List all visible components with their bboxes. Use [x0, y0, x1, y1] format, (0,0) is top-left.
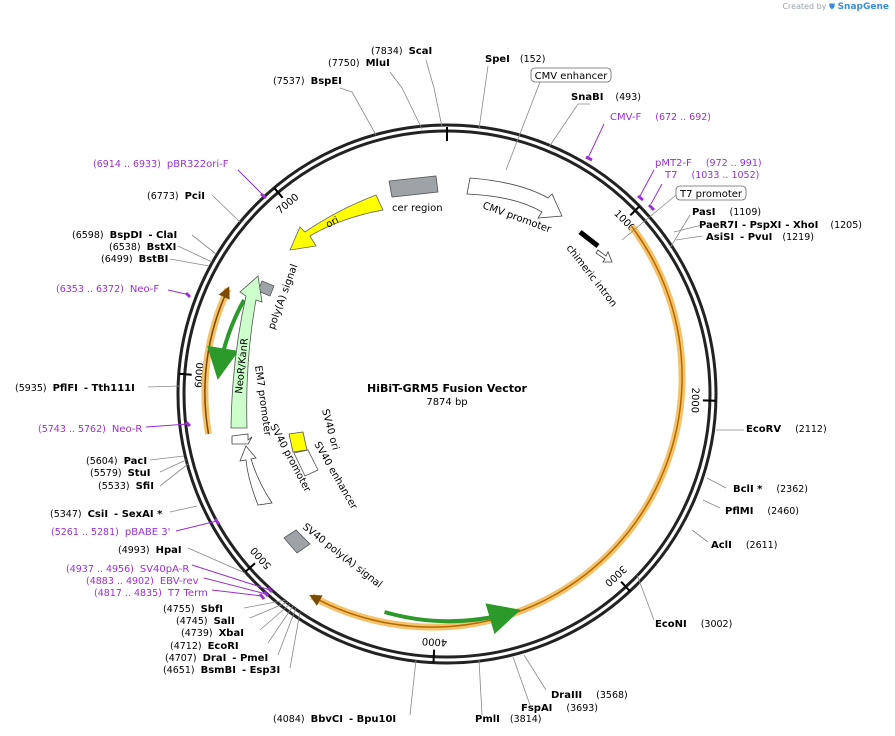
tick-mark-4000 — [432, 649, 436, 663]
enzyme-stui: (5579)StuI — [90, 468, 150, 479]
ori-label: ori — [324, 215, 341, 231]
tick-mark-5000 — [244, 562, 256, 573]
cmv-enhancer-box — [530, 67, 612, 83]
green-arrow-left — [207, 299, 246, 380]
cds-arc-left — [201, 287, 232, 435]
primer-neo-f: (6353 .. 6372)Neo-F — [56, 284, 159, 295]
enzyme-pflfi: (5935)PflFI- Tth111I — [15, 383, 135, 394]
enzyme-xbai: (4739)XbaI — [181, 628, 244, 639]
tick-mark-1000 — [629, 205, 641, 217]
primer-pbr322ori-f: (6914 .. 6933)pBR322ori-F — [93, 159, 229, 170]
tick-label-4000: 4000 — [422, 635, 448, 647]
tick-label-7000: 7000 — [275, 192, 302, 217]
polya-signal-label: poly(A) signal — [266, 263, 300, 331]
t7-promoter-box — [675, 185, 747, 201]
enzyme-acli: AclI(2611) — [711, 540, 777, 551]
green-arrow-bottom — [383, 603, 521, 635]
sv40-polya-label: SV40 poly(A) signal — [300, 522, 384, 591]
enzyme-sfii: (5533)SfiI — [98, 481, 154, 492]
primer-t7-term: (4817 .. 4835)T7 Term — [94, 588, 208, 599]
snapgene-credit: Created by ⛊ SnapGene — [782, 2, 889, 12]
tick-mark-6000 — [178, 372, 192, 376]
tick-label-2000: 2000 — [689, 387, 701, 413]
enzyme-spei: SpeI(152) — [485, 54, 545, 65]
enzyme-hpai: (4993)HpaI — [118, 545, 182, 556]
primer-tick-marks — [184, 155, 656, 600]
cds-arc-right-inner — [309, 225, 683, 628]
cds-arc-right — [310, 224, 686, 631]
plasmid-name: HiBiT-GRM5 Fusion Vector — [367, 382, 528, 395]
enzyme-drai: (4707)DraI- PmeI — [165, 653, 268, 664]
enzyme-pcii: (6773)PciI — [147, 191, 205, 202]
sv40-promoter-arrow — [239, 445, 273, 506]
enzyme-bcli: BclI *(2362) — [733, 484, 808, 495]
credit-brand: SnapGene — [837, 2, 889, 12]
enzyme-bspdi: (6598)BspDI- ClaI — [72, 230, 177, 241]
plasmid-length: 7874 bp — [426, 397, 467, 408]
enzyme-mlui: (7750)MluI — [328, 58, 390, 69]
enzyme-ecorv: EcoRV(2112) — [746, 424, 827, 435]
em7-promoter-arrow — [231, 433, 253, 445]
cer-region-label: cer region — [392, 203, 443, 214]
enzyme-scai: (7834)ScaI — [371, 46, 432, 57]
primer-labels: CMV-F(672 .. 692) pMT2-F(972 .. 991) T7(… — [38, 112, 762, 599]
tick-mark-7000 — [273, 187, 284, 199]
enzyme-pflmi: PflMI(2460) — [725, 506, 799, 517]
enzyme-pasi: PasI(1109) — [692, 207, 761, 218]
enzyme-paci: (5604)PacI — [86, 456, 147, 467]
enzyme-sali: (4745)SalI — [176, 616, 235, 627]
neor-arrow — [230, 275, 263, 429]
primer-sv40pa-r: (4937 .. 4956)SV40pA-R — [66, 564, 189, 575]
t7-promoter-leader — [621, 194, 677, 241]
primer-pmt2-f: pMT2-F(972 .. 991) — [655, 158, 762, 169]
cds-arc-left-inner — [204, 286, 230, 435]
chimeric-intron-arrow — [595, 249, 613, 263]
t7-promoter-label: T7 promoter — [679, 189, 743, 200]
cmv-promoter-arrow — [466, 177, 563, 219]
enzyme-pmli: PmlI(3814) — [475, 714, 542, 725]
tick-mark-3000 — [620, 581, 631, 592]
enzyme-csii: (5347)CsiI- SexAI * — [50, 509, 163, 520]
enzyme-bstbi: (6499)BstBI — [101, 254, 168, 265]
enzyme-bspei: (7537)BspEI — [273, 76, 342, 87]
credit-prefix: Created by — [782, 2, 827, 11]
snapgene-logo-icon: ⛊ — [829, 2, 836, 11]
primer-cmv-f: CMV-F(672 .. 692) — [610, 112, 711, 123]
sv40-enhancer-box — [293, 449, 319, 477]
chimeric-intron-bar — [578, 230, 600, 248]
enzyme-bstxi: (6538)BstXI — [109, 242, 176, 253]
enzyme-fspai: FspAI(3693) — [521, 703, 598, 714]
cmv-enhancer-leader — [505, 81, 541, 171]
ori-arrow — [289, 194, 384, 251]
cmv-enhancer-label: CMV enhancer — [535, 71, 609, 82]
enzyme-bsmbi: (4651)BsmBI- Esp3I — [163, 665, 280, 676]
primer-ebv-rev: (4883 .. 4902)EBV-rev — [86, 576, 199, 587]
sv40-enhancer-label: SV40 enhancer — [311, 440, 359, 512]
enzyme-asisi: AsiSI- PvuI(1219) — [706, 232, 814, 243]
enzyme-labels: (7834)ScaI (7750)MluI (7537)BspEI SpeI(1… — [15, 46, 862, 725]
cer-region-box — [388, 175, 439, 198]
chimeric-intron-label: chimeric intron — [564, 243, 619, 309]
enzyme-leader-lines — [147, 59, 744, 716]
primer-neo-r: (5743 .. 5762)Neo-R — [38, 424, 142, 435]
enzyme-sbfi: (4755)SbfI — [163, 604, 223, 615]
tick-label-5000: 5000 — [249, 545, 274, 571]
primer-t7: T7(1033 .. 1052) — [664, 170, 759, 181]
enzyme-econi: EcoNI(3002) — [655, 619, 732, 630]
enzyme-snabi: SnaBI(493) — [571, 92, 641, 103]
enzyme-ecori: (4712)EcoRI — [170, 641, 239, 652]
enzyme-paer7i: PaeR7I- PspXI- XhoI(1205) — [699, 220, 862, 231]
enzyme-draiii: DraIII(3568) — [551, 690, 628, 701]
backbone-outer-ring — [176, 123, 718, 665]
enzyme-bbvci: (4084)BbvCI- Bpu10I — [273, 714, 396, 725]
sv40-polya-box — [283, 529, 311, 554]
primer-pbabe3: (5261 .. 5281)pBABE 3' — [51, 527, 170, 538]
